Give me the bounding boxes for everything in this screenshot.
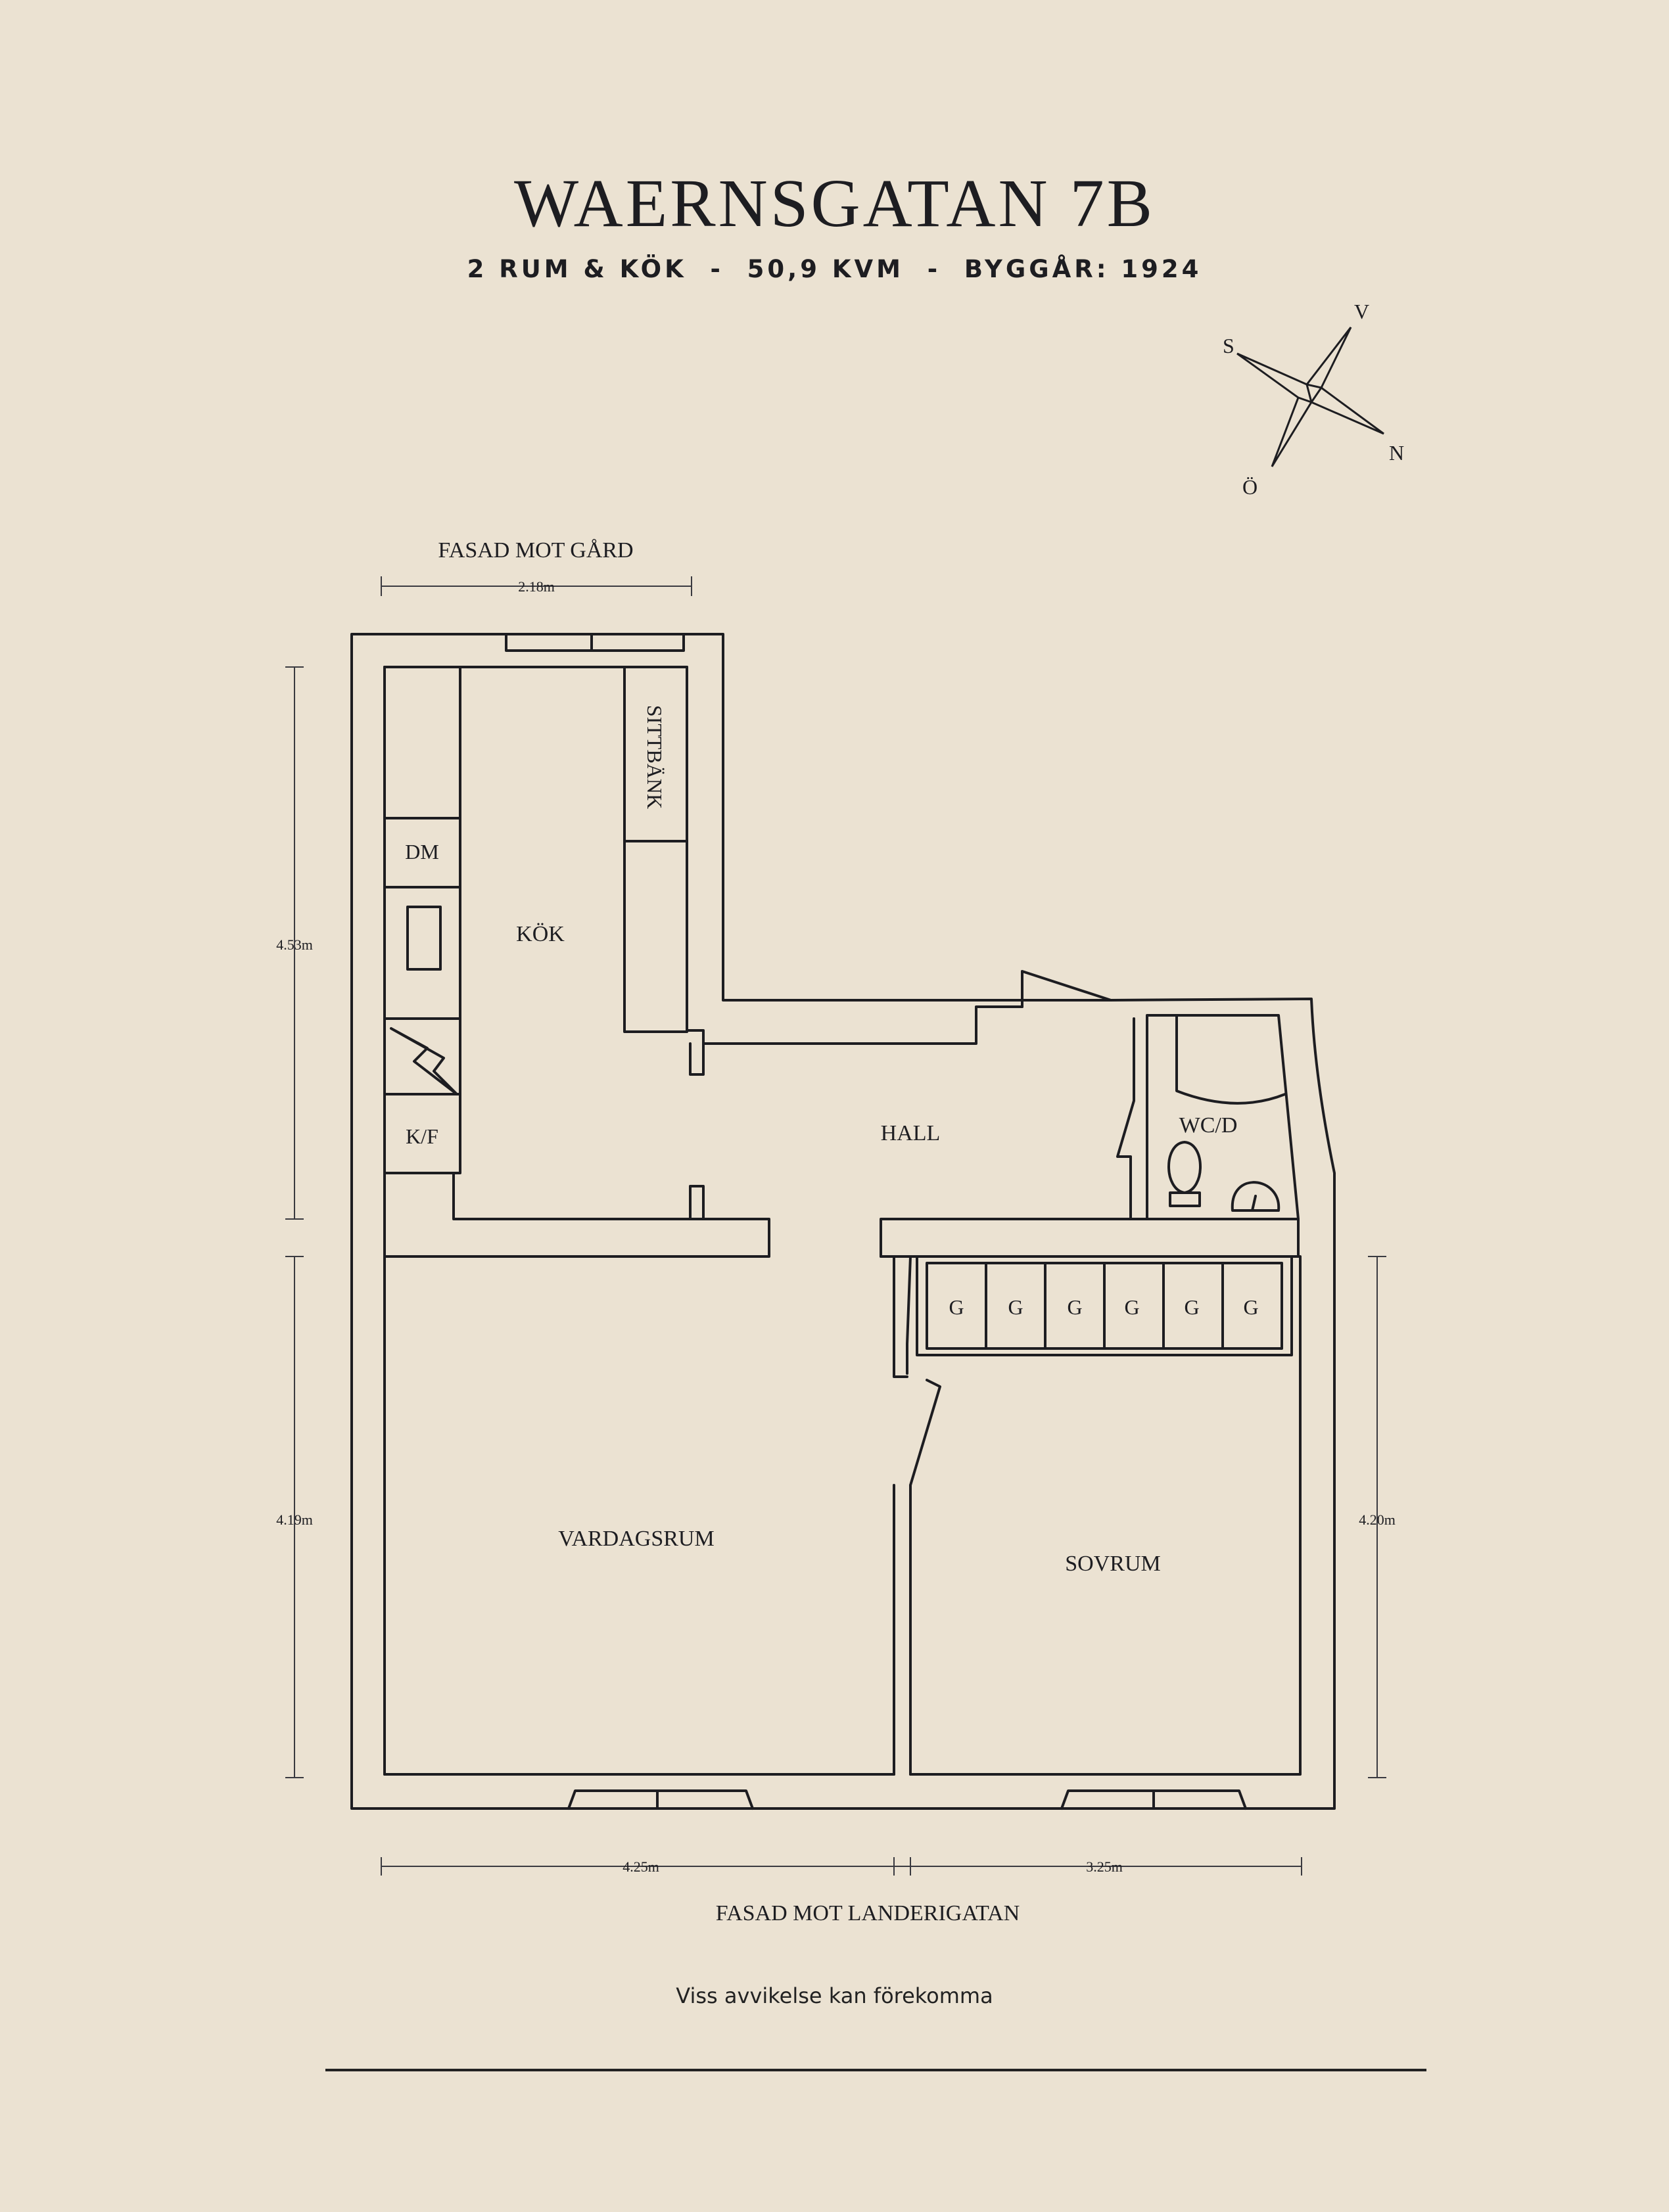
dimension-line-left-upper <box>285 666 304 1220</box>
fridge-unit <box>383 1093 461 1174</box>
plan-subtitle: 2 RUM & KÖK - 50,9 KVM - BYGGÅR: 1924 <box>0 255 1669 283</box>
toilet-fixture <box>1167 1141 1202 1207</box>
compass-east-label: Ö <box>1242 475 1258 499</box>
door-jamb <box>689 1042 705 1076</box>
kitchen-bottom-wall <box>383 1172 770 1258</box>
basin-fixture <box>1231 1181 1281 1212</box>
stove-hob <box>406 906 442 971</box>
window-top <box>505 633 685 652</box>
compass-inner <box>1298 382 1323 405</box>
label-wardrobe: G <box>949 1295 964 1319</box>
kitchen-inner-wall <box>383 666 1023 1045</box>
room-label-kitchen: KÖK <box>516 922 565 946</box>
label-fridge: K/F <box>406 1124 438 1148</box>
label-bench: SITTBÄNK <box>643 705 667 809</box>
wardrobe-divider <box>985 1262 1224 1350</box>
bottom-rule <box>325 2069 1426 2071</box>
bedroom-door <box>909 1379 941 1486</box>
partition-wall <box>906 1255 912 1375</box>
entrance-door <box>1021 970 1112 1008</box>
room-label-bath: WC/D <box>1179 1113 1238 1138</box>
compass-west-label: V <box>1354 300 1369 323</box>
label-dishwasher: DM <box>405 840 439 864</box>
dimension-right-label: 4.20m <box>1359 1511 1396 1528</box>
label-wardrobe: G <box>1184 1295 1199 1319</box>
subtitle-separator: - <box>686 255 747 283</box>
facade-top-label: FASAD MOT GÅRD <box>438 538 633 563</box>
facade-bottom-label: FASAD MOT LANDERIGATAN <box>716 1901 1020 1925</box>
bath-wall <box>1116 1017 1135 1220</box>
bath-door <box>1175 1014 1286 1105</box>
compass-star <box>1236 327 1384 467</box>
label-wardrobe: G <box>1124 1295 1139 1319</box>
outer-wall <box>350 633 1336 1810</box>
dimension-line-left-lower <box>285 1256 304 1778</box>
dimension-bottom-right-label: 3.25m <box>1086 1858 1123 1875</box>
kitchen-counter <box>383 666 461 819</box>
subtitle-separator: - <box>903 255 964 283</box>
compass-north-label: N <box>1389 441 1404 465</box>
hall-bottom-wall <box>880 1218 1300 1258</box>
dimension-line-bottom <box>381 1857 1302 1876</box>
window-bottom-left <box>567 1789 754 1810</box>
dimension-line-top <box>381 576 692 596</box>
build-year: BYGGÅR: 1924 <box>964 255 1202 283</box>
compass-south-label: S <box>1223 334 1234 357</box>
room-label-living: VARDAGSRUM <box>558 1527 714 1551</box>
partition-wall <box>893 1255 908 1378</box>
label-wardrobe: G <box>1008 1295 1023 1319</box>
disclaimer-note: Viss avvikelse kan förekomma <box>676 1983 993 2008</box>
compass-rose <box>1236 327 1384 467</box>
plan-title: WAERNSGATAN 7B <box>513 166 1156 241</box>
kitchen-counter <box>623 840 688 1033</box>
room-label-bedroom: SOVRUM <box>1065 1552 1160 1576</box>
dimension-line-right <box>1368 1256 1386 1778</box>
rooms-count: 2 RUM & KÖK <box>467 255 687 283</box>
area-value: 50,9 KVM <box>747 255 904 283</box>
inner-bottom-wall <box>909 1255 1302 1776</box>
room-label-hall: HALL <box>881 1121 941 1145</box>
label-wardrobe: G <box>1243 1295 1258 1319</box>
door-jamb <box>689 1185 705 1220</box>
sink-symbol <box>390 1027 458 1095</box>
wardrobe-row <box>916 1255 1293 1356</box>
dimension-left-upper-label: 4.53m <box>276 936 313 953</box>
dimension-top-label: 2.18m <box>518 578 555 595</box>
dimension-left-lower-label: 4.19m <box>276 1511 313 1528</box>
label-wardrobe: G <box>1067 1295 1082 1319</box>
bath-wall <box>1146 1014 1300 1220</box>
dimension-bottom-left-label: 4.25m <box>623 1858 659 1875</box>
window-bottom-right <box>1060 1789 1247 1810</box>
